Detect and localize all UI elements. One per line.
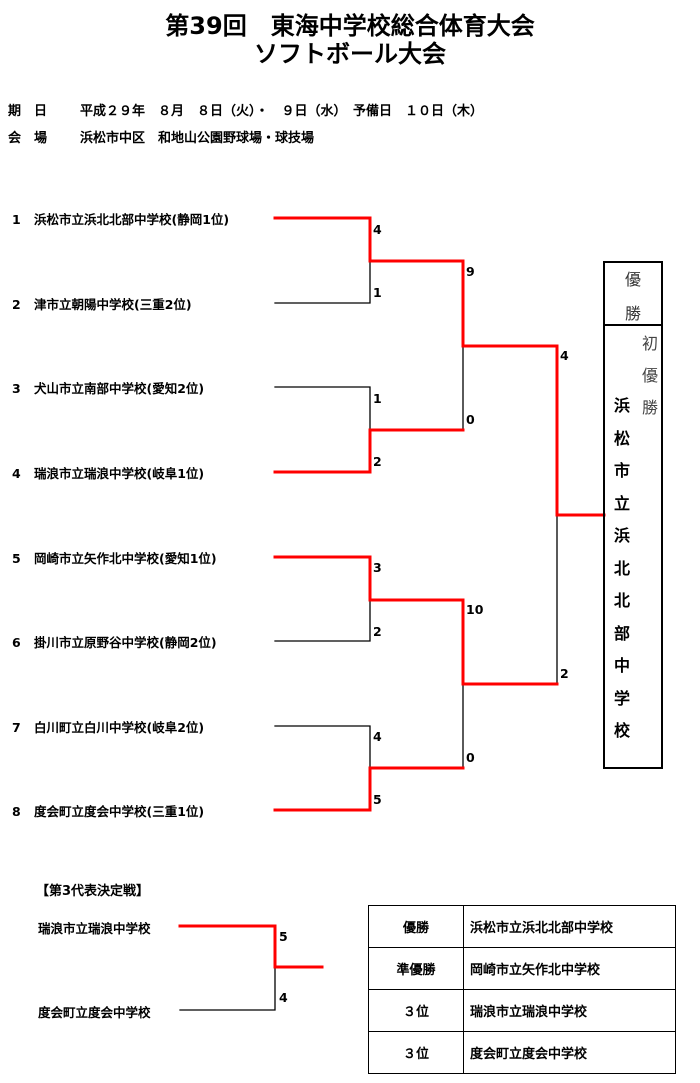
win-path-third xyxy=(178,924,324,969)
team-name: 度会町立度会中学校(三重1位) xyxy=(34,804,205,819)
title-line1: 第39回 東海中学校総合体育大会 xyxy=(165,12,535,40)
score: 2 xyxy=(373,624,382,639)
table-row: ３位瑞浪市立瑞浪中学校 xyxy=(368,989,676,1032)
third-place-heading: 【第3代表決定戦】 xyxy=(36,884,150,899)
table-row: 優勝浜松市立浜北北部中学校 xyxy=(368,905,676,948)
score: 0 xyxy=(466,750,475,765)
score: 4 xyxy=(560,348,569,363)
team-name: 浜松市立浜北北部中学校(静岡1位) xyxy=(34,212,230,227)
champion-name-char: 北 xyxy=(614,558,631,578)
seed-number: 4 xyxy=(12,466,21,481)
first-win-note-char: 初 xyxy=(642,334,659,353)
seed-number: 8 xyxy=(12,804,21,819)
first-win-note-char: 優 xyxy=(642,366,659,385)
line-team7 xyxy=(274,725,371,769)
team-name: 掛川市立原野谷中学校(静岡2位) xyxy=(34,635,217,650)
score: 5 xyxy=(373,792,382,807)
champion-name-char: 北 xyxy=(614,591,631,610)
team-entry: 8 度会町立度会中学校(三重1位) xyxy=(12,801,204,820)
team-name: 津市立朝陽中学校(三重2位) xyxy=(34,297,192,312)
score: 1 xyxy=(373,285,382,300)
team-entry: 2 津市立朝陽中学校(三重2位) xyxy=(12,294,192,313)
third-place-team: 瑞浪市立瑞浪中学校 xyxy=(38,921,151,936)
score: 3 xyxy=(373,560,382,575)
line-third-loser xyxy=(179,966,276,1011)
score: 9 xyxy=(466,264,475,279)
champion-name-char: 市 xyxy=(614,461,631,480)
team-entry: 1 浜松市立浜北北部中学校(静岡1位) xyxy=(12,209,229,228)
table-row: ３位度会町立度会中学校 xyxy=(368,1031,676,1074)
score: 2 xyxy=(373,454,382,469)
venue-value: 浜松市中区 和地山公園野球場・球技場 xyxy=(80,131,315,146)
win-path-team8 xyxy=(273,766,465,812)
team-name: 白川町立白川中学校(岐阜2位) xyxy=(34,720,205,735)
table-row: 準優勝岡崎市立矢作北中学校 xyxy=(368,947,676,990)
score: 0 xyxy=(466,412,475,427)
win-path-team4 xyxy=(273,428,465,474)
champion-name-char: 浜 xyxy=(614,396,631,415)
champion-box xyxy=(603,261,663,769)
champion-name-char: 部 xyxy=(614,623,631,643)
champion-name-char: 校 xyxy=(614,721,631,740)
seed-number: 2 xyxy=(12,297,21,312)
champion-name-char: 学 xyxy=(614,688,631,708)
seed-number: 7 xyxy=(12,720,21,735)
score: 4 xyxy=(373,729,382,744)
score: 10 xyxy=(466,602,484,617)
team-entry: 4 瑞浪市立瑞浪中学校(岐阜1位) xyxy=(12,463,204,482)
champion-name-char: 浜 xyxy=(614,526,631,545)
team-name: 岡崎市立矢作北中学校(愛知1位) xyxy=(34,551,217,566)
results-table: 優勝浜松市立浜北北部中学校 準優勝岡崎市立矢作北中学校 ３位瑞浪市立瑞浪中学校 … xyxy=(368,905,676,1074)
champion-name-char: 中 xyxy=(614,656,631,675)
score: 4 xyxy=(373,222,382,237)
win-path-team5 xyxy=(273,555,559,686)
venue-label: 会 場 xyxy=(8,131,48,146)
seed-number: 1 xyxy=(12,212,21,227)
seed-number: 3 xyxy=(12,381,21,396)
win-path-champion xyxy=(273,216,606,517)
team-entry: 5 岡崎市立矢作北中学校(愛知1位) xyxy=(12,548,217,567)
team-entry: 3 犬山市立南部中学校(愛知2位) xyxy=(12,378,204,397)
champion-header-char: 優 xyxy=(625,270,642,289)
seed-number: 5 xyxy=(12,551,21,566)
third-place-team: 度会町立度会中学校 xyxy=(38,1005,151,1020)
first-win-note-char: 勝 xyxy=(642,398,659,417)
team-name: 犬山市立南部中学校(愛知2位) xyxy=(34,381,205,396)
line-team3 xyxy=(274,386,371,431)
score: 4 xyxy=(279,990,288,1005)
team-entry: 7 白川町立白川中学校(岐阜2位) xyxy=(12,717,204,736)
line-team6 xyxy=(274,599,371,642)
date-value: 平成２９年 ８月 ８日（火）・ ９日（水） 予備日 １０日（木） xyxy=(80,104,484,119)
champion-name-char: 松 xyxy=(614,428,631,448)
seed-number: 6 xyxy=(12,635,21,650)
score: 1 xyxy=(373,391,382,406)
date-label: 期 日 xyxy=(8,104,48,119)
title-line2: ソフトボール大会 xyxy=(254,40,446,68)
champion-name-char: 立 xyxy=(614,493,631,513)
line-team2 xyxy=(274,260,371,304)
champion-header-char: 勝 xyxy=(625,304,642,323)
score: 5 xyxy=(279,929,288,944)
team-entry: 6 掛川市立原野谷中学校(静岡2位) xyxy=(12,632,217,651)
team-name: 瑞浪市立瑞浪中学校(岐阜1位) xyxy=(34,466,205,481)
score: 2 xyxy=(560,666,569,681)
